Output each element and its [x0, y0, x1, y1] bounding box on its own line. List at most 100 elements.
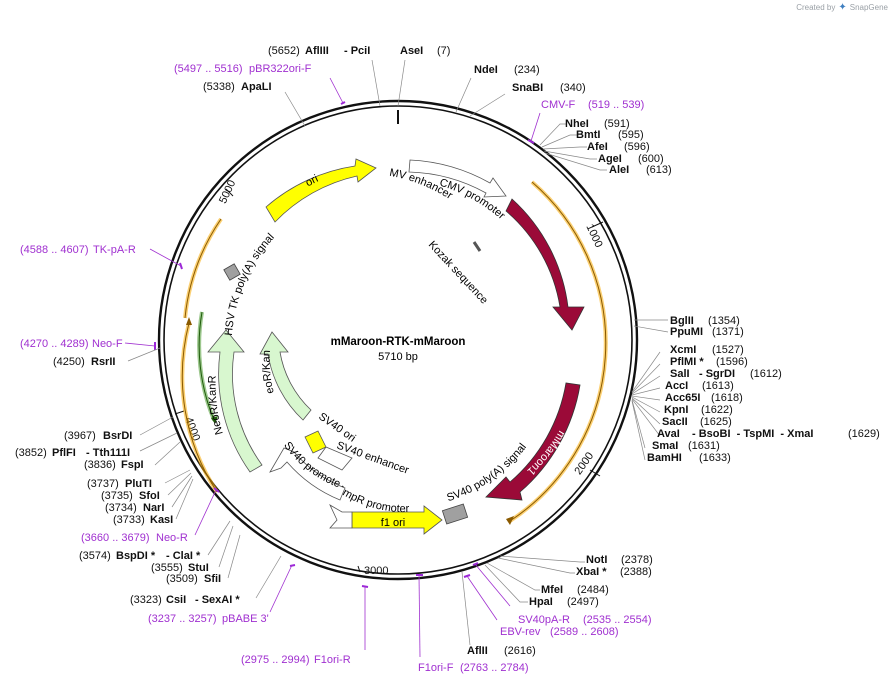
site-bglII-pos: (1354) — [708, 315, 740, 327]
site-tth111I-name: - Tth111I — [86, 447, 130, 459]
primer-ebv-rev-range: (2589 .. 2608) — [550, 626, 619, 638]
site-leader-lines — [127, 59, 669, 646]
primer-pbr322ori-f-name: pBR322ori-F — [249, 63, 312, 75]
site-pluTI-name: PluTI — [125, 478, 152, 490]
feature-f1-ori-label: f1 ori — [381, 517, 405, 529]
site-afeI-pos: (596) — [624, 141, 650, 153]
orf-arrow-neor — [186, 317, 192, 325]
feature-f1-ori — [351, 505, 443, 535]
site-ndeI-name: NdeI — [474, 64, 498, 76]
feature-mmaroon1-b — [485, 382, 581, 501]
site-pciI-name: - PciI — [344, 45, 370, 57]
site-mfeI-name: MfeI — [541, 584, 563, 596]
site-kasI-name: KasI — [150, 514, 173, 526]
site-apaLI-name: ApaLI — [241, 81, 272, 93]
orf-arrow-green — [211, 416, 218, 424]
site-accI-pos: (1613) — [702, 380, 734, 392]
tick-1000: 1000 — [583, 222, 604, 249]
site-pluTI-pos: (3737) — [87, 478, 119, 490]
primer-neo-f-range: (4270 .. 4289) — [20, 338, 89, 350]
primer-cmv-f-name: CMV-F — [541, 99, 576, 111]
site-rsrII-name: RsrII — [91, 356, 115, 368]
orf-arc-green-line — [198, 311, 215, 421]
orf-arrow-mmaroon — [506, 516, 514, 525]
created-by-label: Created by — [796, 3, 836, 12]
site-ageI-pos: (600) — [638, 153, 664, 165]
site-aleI-name: AleI — [609, 164, 629, 176]
feature-sv40-enhancer — [317, 446, 353, 471]
site-bamHI-name: BamHI — [647, 452, 682, 464]
primer-f1ori-r-range: (2975 .. 2994) — [241, 654, 310, 666]
feature-sv40-polya — [441, 503, 469, 525]
site-avaI-isoschizomers: - BsoBI - TspMI - XmaI — [692, 428, 813, 440]
site-hpaI-pos: (2497) — [567, 596, 599, 608]
site-salI-pos: (1612) — [750, 368, 782, 380]
site-bmtI-name: BmtI — [576, 129, 600, 141]
site-xbaI-pos: (2388) — [620, 566, 652, 578]
site-fspI-pos: (3836) — [84, 459, 116, 471]
site-aflIII-pos: (5652) — [268, 45, 300, 57]
tick-3000: 3000 — [364, 565, 388, 577]
orf-arc-hsv — [183, 217, 223, 319]
site-csiI-name: CsiI — [166, 594, 186, 606]
site-bmtI-pos: (595) — [618, 129, 644, 141]
site-smaI-name: SmaI — [652, 440, 678, 452]
feature-neor-kanr-inner — [259, 331, 312, 421]
feature-kozak-mark — [472, 241, 482, 252]
site-narI-pos: (3734) — [105, 502, 137, 514]
primer-cmv-f-range: (519 .. 539) — [588, 99, 644, 111]
site-ppuMI-name: PpuMI — [670, 326, 703, 338]
site-sfoI-name: SfoI — [139, 490, 160, 502]
site-afeI-name: AfeI — [587, 141, 608, 153]
snapgene-watermark: Created by ✦ SnapGene — [796, 2, 888, 13]
site-xcmI-pos: (1527) — [712, 344, 744, 356]
site-notI-pos: (2378) — [621, 554, 653, 566]
feature-ampr-promoter — [329, 504, 353, 529]
site-narI-name: NarI — [143, 502, 164, 514]
brand-label: SnapGene — [849, 3, 888, 12]
site-kpnI-pos: (1622) — [701, 404, 733, 416]
site-pflMI-name: PflMI * — [670, 356, 704, 368]
primer-sv40pa-r-range: (2535 .. 2554) — [583, 614, 652, 626]
site-snabI-pos: (340) — [560, 82, 586, 94]
feature-mmaroon1-a — [505, 198, 585, 331]
primer-tk-pa-r-range: (4588 .. 4607) — [20, 244, 89, 256]
site-mfeI-pos: (2484) — [577, 584, 609, 596]
site-csiI-pos: (3323) — [130, 594, 162, 606]
site-pflMI-pos: (1596) — [716, 356, 748, 368]
plasmid-name: mMaroon-RTK-mMaroon — [331, 336, 466, 348]
site-claI-name: - ClaI * — [166, 550, 201, 562]
site-sgrDI-name: - SgrDI — [699, 368, 735, 380]
feature-mmaroon1-b-label: mMaroon1 — [525, 428, 568, 477]
feature-sv40-ori — [304, 430, 327, 454]
site-sacII-name: SacII — [662, 416, 688, 428]
feature-neor-kanr-inner-label: NeoR/KanR — [0, 0, 277, 395]
backbone-outer-ring — [157, 99, 639, 581]
site-bsrDI-name: BsrDI — [103, 430, 132, 442]
site-sacII-pos: (1625) — [700, 416, 732, 428]
position-ticks: 1000 2000 3000 4000 5000 — [174, 178, 605, 577]
tick-5000: 5000 — [217, 178, 238, 205]
primer-pbr322ori-f-range: (5497 .. 5516) — [174, 63, 243, 75]
orf-arc-mmaroon-line — [509, 181, 607, 522]
primer-pbabe3-name: pBABE 3' — [222, 613, 269, 625]
site-hpaI-name: HpaI — [529, 596, 553, 608]
site-smaI-pos: (1631) — [688, 440, 720, 452]
site-xbaI-name: XbaI * — [576, 566, 607, 578]
primer-neo-r-name: Neo-R — [156, 532, 188, 544]
feature-ori — [265, 158, 377, 223]
site-stuI-pos: (3555) — [151, 562, 183, 574]
site-pflFI-pos: (3852) — [15, 447, 47, 459]
feature-hsv-tk-polya-label: HSV TK poly(A) signal — [223, 231, 277, 336]
site-salI-name: SalI — [670, 368, 690, 380]
site-sfoI-pos: (3735) — [101, 490, 133, 502]
site-xcmI-name: XcmI — [670, 344, 696, 356]
primer-neo-f-name: Neo-F — [92, 338, 123, 350]
site-accI-name: AccI — [665, 380, 688, 392]
feature-ori-label: ori — [304, 173, 320, 189]
site-bsrDI-pos: (3967) — [64, 430, 96, 442]
site-bspDI-pos: (3574) — [79, 550, 111, 562]
site-notI-name: NotI — [586, 554, 607, 566]
site-ageI-name: AgeI — [598, 153, 622, 165]
